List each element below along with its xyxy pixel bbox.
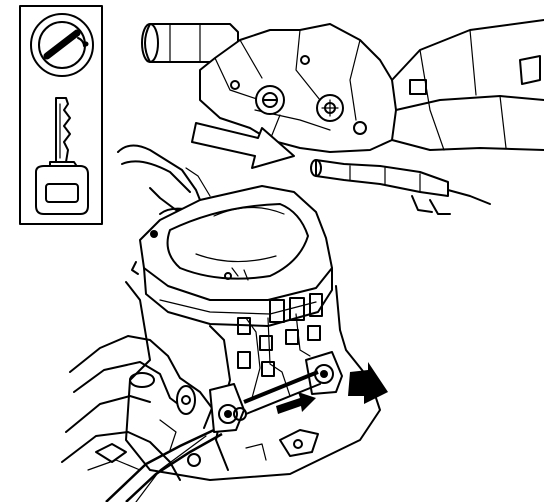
inset-border [19, 5, 103, 225]
ignition-lock-icon [30, 13, 94, 77]
shifter-console [61, 185, 381, 502]
ignition-key-icon [35, 97, 89, 215]
inset-panel [19, 5, 103, 225]
direction-arrow-icon [191, 122, 295, 169]
push-arrow-icon [276, 362, 388, 414]
steering-column-assembly [141, 19, 544, 215]
